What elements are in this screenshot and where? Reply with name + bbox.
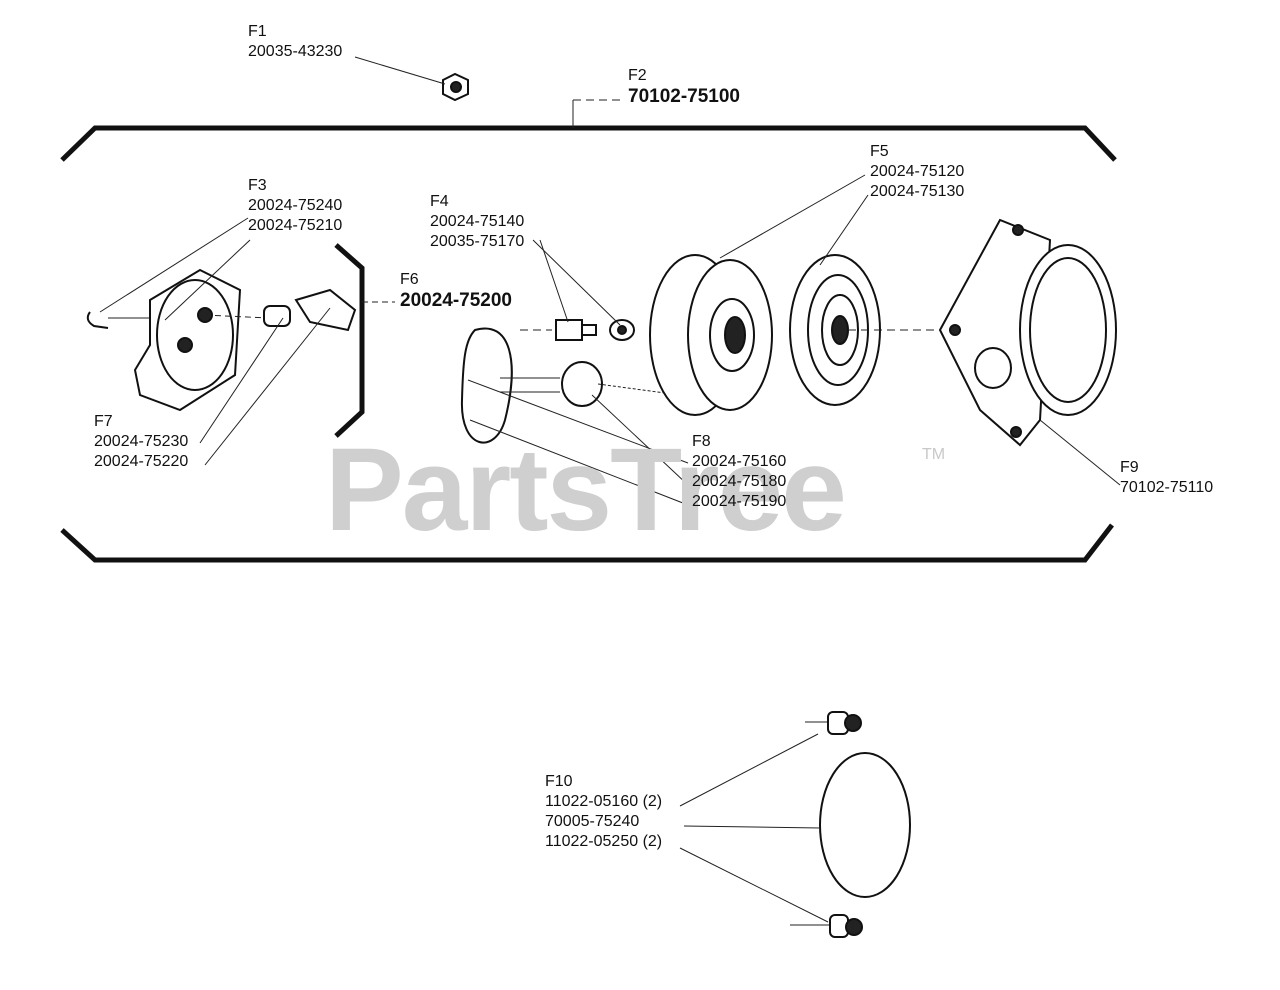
bolt-washer-f4: [520, 319, 635, 341]
callout-ref: F8: [692, 433, 711, 450]
watermark: PartsTree: [325, 424, 847, 556]
part-number[interactable]: 20035-43230: [248, 43, 343, 60]
callout-ref: F10: [545, 773, 573, 790]
callout-ref: F9: [1120, 459, 1139, 476]
part-number[interactable]: 20024-75240: [248, 197, 343, 214]
starter-handle: [460, 327, 681, 444]
callout-ref: F4: [430, 193, 449, 210]
pawl-assembly: [86, 268, 357, 412]
callout-f1[interactable]: F1 20035-43230: [248, 22, 342, 62]
part-number[interactable]: 20024-75210: [248, 217, 343, 234]
callout-f5[interactable]: F5 20024-75120 20024-75130: [870, 142, 964, 202]
part-number[interactable]: 20024-75160: [692, 453, 787, 470]
watermark-trademark: TM: [922, 446, 946, 463]
callout-f8[interactable]: F8 20024-75160 20024-75180 20024-75190: [692, 432, 786, 512]
leader-lines: [99, 56, 1121, 923]
callout-ref: F6: [400, 271, 419, 288]
part-number[interactable]: 20024-75200: [400, 290, 512, 311]
callout-ref: F1: [248, 23, 267, 40]
part-number[interactable]: 11022-05160 (2): [545, 793, 663, 810]
part-number[interactable]: 70102-75100: [628, 86, 740, 107]
callout-f3[interactable]: F3 20024-75240 20024-75210: [248, 176, 342, 236]
nut-f1: [442, 72, 469, 102]
part-number[interactable]: 20024-75120: [870, 163, 965, 180]
part-number[interactable]: 20024-75220: [94, 453, 189, 470]
part-number[interactable]: 70005-75240: [545, 813, 640, 830]
part-number[interactable]: 11022-05250 (2): [545, 833, 663, 850]
callout-ref: F3: [248, 177, 267, 194]
callout-f9[interactable]: F9 70102-75110: [1120, 458, 1213, 498]
part-number[interactable]: 70102-75110: [1120, 479, 1214, 496]
callout-f7[interactable]: F7 20024-75230 20024-75220: [94, 412, 188, 472]
cover-and-screws: [790, 711, 911, 938]
recoil-spring: [789, 254, 935, 406]
part-number[interactable]: 20035-75170: [430, 233, 525, 250]
reel-pulley: [649, 254, 773, 416]
part-number[interactable]: 20024-75140: [430, 213, 525, 230]
part-number[interactable]: 20024-75180: [692, 473, 787, 490]
part-number[interactable]: 20024-75190: [692, 493, 787, 510]
part-number[interactable]: 20024-75230: [94, 433, 189, 450]
starter-housing: [938, 218, 1117, 447]
callout-ref: F5: [870, 143, 889, 160]
callout-f2[interactable]: F2 70102-75100: [628, 66, 740, 108]
watermark-text: PartsTree: [325, 424, 847, 556]
part-number[interactable]: 20024-75130: [870, 183, 965, 200]
f6-bracket: [334, 243, 395, 438]
callout-f6[interactable]: F6 20024-75200: [400, 270, 512, 312]
callout-ref: F2: [628, 67, 647, 84]
assembly-bracket: [60, 99, 1117, 563]
callout-f10[interactable]: F10 11022-05160 (2) 70005-75240 11022-05…: [545, 772, 662, 852]
callout-f4[interactable]: F4 20024-75140 20035-75170: [430, 192, 524, 252]
callout-ref: F7: [94, 413, 113, 430]
